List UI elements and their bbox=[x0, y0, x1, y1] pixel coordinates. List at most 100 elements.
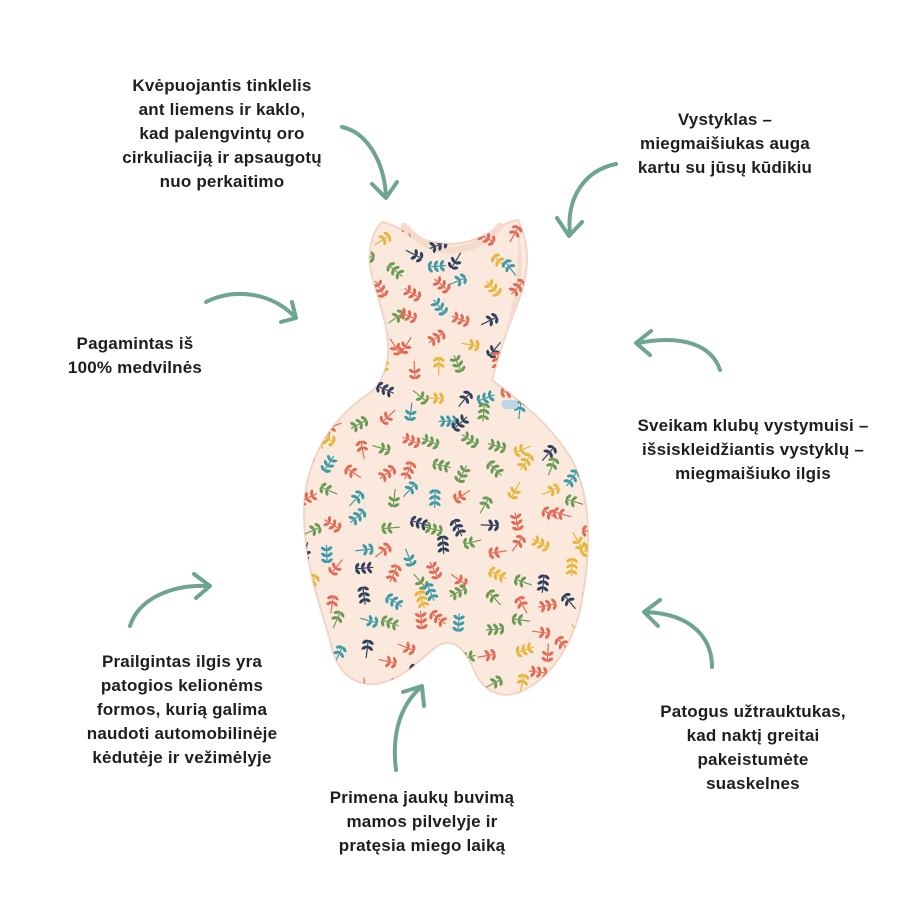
leaf-sprig-icon bbox=[375, 542, 392, 558]
leaf-sprig-icon bbox=[378, 464, 396, 483]
caption-line: miegmaišiuko ilgis bbox=[675, 464, 831, 483]
leaf-sprig-icon bbox=[517, 453, 534, 471]
leaf-sprig-icon bbox=[458, 390, 473, 407]
leaf-sprig-icon bbox=[385, 564, 402, 583]
leaf-sprig-icon bbox=[350, 416, 369, 433]
leaf-sprig-icon bbox=[430, 297, 448, 316]
leaf-sprig-icon bbox=[513, 574, 532, 588]
leaf-sprig-icon bbox=[477, 649, 496, 662]
curved-arrow-icon bbox=[642, 598, 714, 669]
leaf-sprig-icon bbox=[514, 596, 528, 614]
leaf-sprig-icon bbox=[304, 489, 318, 506]
leaf-sprig-icon bbox=[422, 583, 439, 602]
leaf-sprig-icon bbox=[425, 561, 443, 580]
leaf-sprig-icon bbox=[488, 566, 507, 583]
leaf-sprig-icon bbox=[447, 252, 462, 270]
leaf-sprig-icon bbox=[404, 402, 417, 421]
leaf-sprig-icon bbox=[378, 655, 397, 669]
leaf-sprig-icon bbox=[405, 249, 424, 263]
leaf-sprig-icon bbox=[320, 454, 338, 473]
leaf-sprig-icon bbox=[487, 438, 507, 454]
leaf-sprig-icon bbox=[355, 561, 374, 575]
leaf-sprig-icon bbox=[376, 381, 395, 398]
leaf-sprig-icon bbox=[486, 460, 504, 478]
leaf-sprig-icon bbox=[333, 645, 347, 664]
caption-line: Patogus užtrauktukas, bbox=[660, 702, 846, 721]
leaf-sprig-icon bbox=[485, 623, 505, 636]
leaf-sprig-icon bbox=[507, 481, 521, 500]
leaf-sprig-icon bbox=[538, 598, 557, 613]
leaf-sprig-icon bbox=[509, 512, 524, 531]
leaf-sprig-icon bbox=[374, 231, 392, 246]
feature-hip-development: Sveikam klubų vystymuisi – išsiskleidžia… bbox=[618, 414, 888, 486]
leaf-sprig-icon bbox=[398, 307, 417, 324]
leaf-sprig-icon bbox=[541, 643, 554, 662]
leaf-sprig-icon bbox=[421, 433, 440, 450]
leaf-sprig-icon bbox=[400, 461, 417, 480]
leaf-sprig-icon bbox=[432, 276, 451, 294]
curved-arrow-icon bbox=[392, 684, 426, 772]
caption-line: patogios kelionėms bbox=[100, 676, 264, 695]
caption-line: mamos pilvelyje ir bbox=[346, 812, 498, 831]
caption-line: išsiskleidžiantis vystyklų – bbox=[642, 440, 864, 459]
leaf-sprig-icon bbox=[531, 626, 551, 639]
leaf-sprig-icon bbox=[425, 392, 444, 405]
leaf-sprig-icon bbox=[410, 515, 429, 531]
leaf-sprig-icon bbox=[449, 584, 468, 601]
leaf-sprig-icon bbox=[463, 536, 482, 550]
feature-zipper: Patogus užtrauktukas, kad naktį greitai … bbox=[640, 700, 866, 796]
curved-arrow-icon bbox=[634, 329, 722, 372]
leaf-sprig-icon bbox=[485, 589, 502, 606]
leaf-sprig-icon bbox=[424, 521, 443, 537]
leaf-sprig-icon bbox=[480, 519, 499, 532]
leaf-sprig-icon bbox=[429, 489, 441, 508]
leaf-sprig-icon bbox=[402, 481, 418, 498]
leaf-sprig-icon bbox=[488, 546, 507, 559]
leaf-sprig-icon bbox=[565, 494, 584, 508]
leaf-sprig-icon bbox=[397, 641, 416, 656]
curved-arrow-icon bbox=[555, 162, 618, 238]
leaf-sprig-icon bbox=[565, 557, 578, 577]
caption-line: Primena jaukų buvimą bbox=[329, 788, 515, 807]
leaf-sprig-icon bbox=[357, 586, 371, 605]
curved-arrow-icon bbox=[204, 291, 298, 324]
leaf-sprig-icon bbox=[385, 593, 404, 611]
leaf-sprig-icon bbox=[403, 548, 417, 567]
leaf-sprig-icon bbox=[429, 609, 448, 628]
leaf-sprig-icon bbox=[361, 639, 374, 659]
leaf-sprig-icon bbox=[541, 444, 557, 461]
caption-line: Vystyklas – bbox=[677, 110, 773, 129]
leaf-sprig-icon bbox=[449, 518, 466, 537]
caption-line: kad naktį greitai bbox=[686, 726, 820, 745]
feature-grows-with-baby: Vystyklas – miegmaišiukas auga kartu su … bbox=[620, 108, 830, 180]
leaf-sprig-icon bbox=[344, 464, 362, 479]
leaf-sprig-icon bbox=[451, 414, 470, 432]
caption-line: nuo perkaitimo bbox=[159, 172, 285, 191]
curved-arrow-icon bbox=[128, 572, 212, 628]
leaf-sprig-icon bbox=[355, 543, 374, 556]
leaf-sprig-icon bbox=[319, 482, 338, 496]
caption-line: pakeistumėte bbox=[697, 750, 809, 769]
leaf-sprig-icon bbox=[427, 329, 446, 347]
leaf-sprig-icon bbox=[432, 458, 451, 473]
leaf-sprig-icon bbox=[320, 544, 333, 564]
feature-womb-feeling: Primena jaukų buvimą mamos pilvelyje ir … bbox=[308, 786, 536, 858]
leaf-sprig-icon bbox=[379, 409, 396, 425]
leaf-sprig-icon bbox=[326, 595, 339, 614]
leaf-sprig-icon bbox=[483, 279, 502, 297]
leaf-sprig-icon bbox=[581, 525, 589, 537]
leaf-sprig-icon bbox=[485, 675, 503, 689]
leaf-sprig-icon bbox=[427, 259, 447, 273]
leaf-sprig-icon bbox=[454, 465, 471, 484]
leaf-sprig-icon bbox=[508, 225, 523, 243]
caption-line: formos, kurią galima bbox=[96, 700, 268, 719]
leaf-sprig-icon bbox=[477, 403, 490, 422]
caption-line: pratęsia miego laiką bbox=[338, 836, 506, 855]
leaf-sprig-icon bbox=[360, 615, 379, 628]
leaf-sprig-icon bbox=[414, 590, 430, 609]
leaf-sprig-icon bbox=[461, 338, 480, 352]
leaf-sprig-icon bbox=[552, 507, 572, 520]
leaf-sprig-icon bbox=[403, 284, 422, 302]
leaf-sprig-icon bbox=[323, 516, 342, 533]
